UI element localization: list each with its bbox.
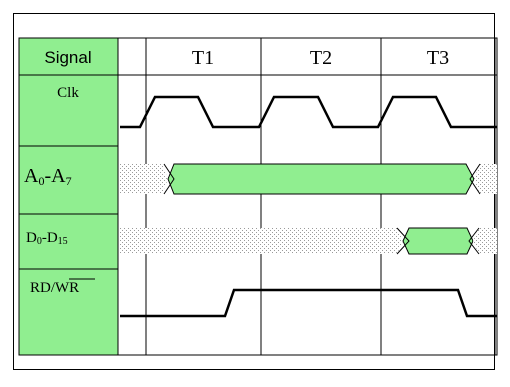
data-left-edge [396,227,410,255]
rdwr-waveform [120,288,497,318]
address-left-edge [163,163,175,195]
address-invalid-right [474,164,497,194]
period-label-t1: T1 [192,47,214,69]
signal-header-label: Signal [44,48,91,67]
period-label-t3: T3 [427,47,449,69]
period-label-t2: T2 [310,47,332,69]
data-invalid-right [473,228,497,254]
signal-label-address: A0-A7 [24,165,72,188]
signal-label-rdwr: RD/WR [30,280,79,296]
address-invalid-left [120,164,168,194]
address-valid-bus [167,163,475,195]
data-invalid-left [120,228,403,254]
data-valid-bus [402,227,474,255]
clk-waveform [120,95,497,129]
address-right-edge [469,163,481,195]
signal-label-data: D0-D15 [26,230,68,247]
data-right-edge [468,227,480,255]
label-cell-clk [18,74,119,147]
signal-label-clk: Clk [57,85,79,101]
timing-grid-border [18,37,498,356]
